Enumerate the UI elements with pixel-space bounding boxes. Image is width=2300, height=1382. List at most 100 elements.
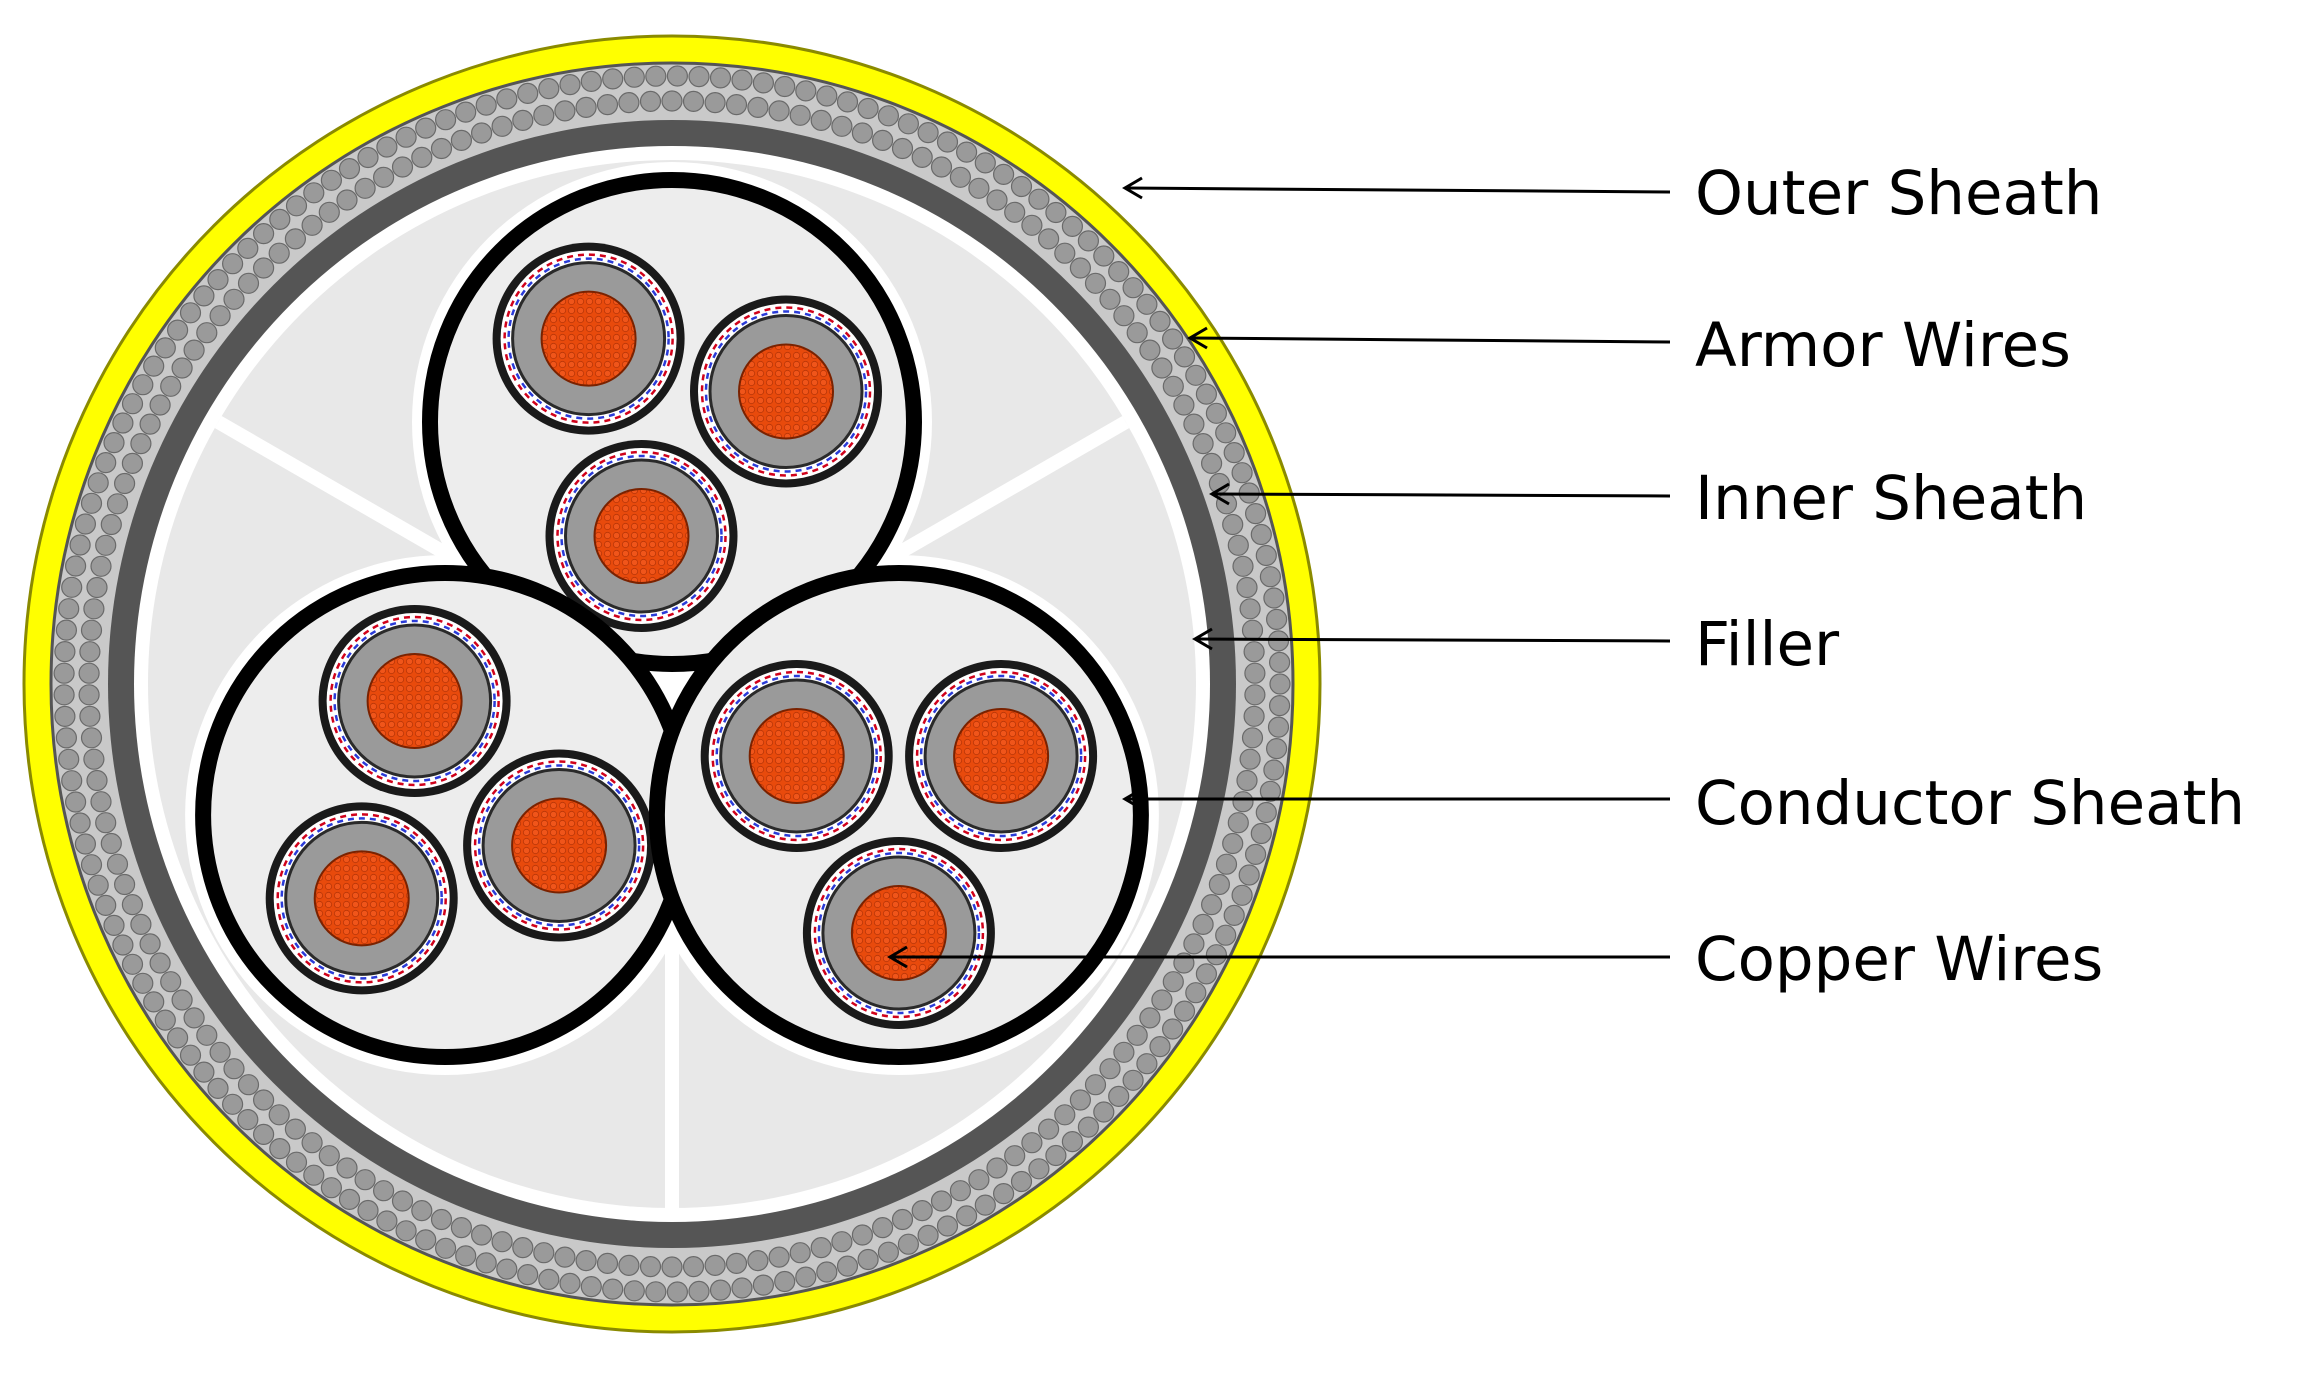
armor-wire: [132, 374, 154, 396]
armor-wire: [1099, 288, 1121, 310]
leader-armor-wires: [1187, 326, 1671, 350]
labels: Outer Sheath Armor Wires Inner Sheath Fi…: [1695, 158, 2245, 995]
armor-wire: [222, 253, 244, 275]
armor-wire: [1205, 944, 1228, 966]
armor-wire: [709, 1279, 732, 1301]
armor-wire: [936, 131, 959, 153]
label-conductor-sheath: Conductor Sheath: [1695, 768, 2245, 839]
armor-wire: [1255, 544, 1277, 567]
armor-wire: [207, 1077, 229, 1100]
screen-red: [473, 760, 645, 931]
armor-wire: [113, 472, 136, 495]
armor-wire: [1265, 737, 1288, 760]
armor-wire: [80, 492, 103, 514]
armor-wire: [395, 126, 417, 148]
armor-wire: [268, 1104, 290, 1126]
screen-red: [276, 813, 447, 984]
label-armor-wires: Armor Wires: [1695, 310, 2071, 381]
armor-wire: [320, 1177, 342, 1199]
armor-wire: [143, 991, 165, 1013]
armor-wire: [1173, 1000, 1196, 1022]
copper-conductor: [540, 290, 637, 387]
armor-wire: [1222, 513, 1244, 536]
armor-wire: [1126, 1024, 1148, 1046]
armor-wire: [1149, 1035, 1171, 1058]
armor-wire: [930, 156, 953, 178]
armor-wire: [661, 90, 683, 112]
armor-wire: [1243, 641, 1265, 663]
armor-wire: [55, 727, 78, 749]
armor-wire: [1215, 422, 1237, 444]
armor-wire: [580, 1275, 602, 1298]
conductor-group: [422, 172, 922, 672]
armor-wire: [1084, 1074, 1107, 1096]
armor-wire: [179, 1044, 202, 1066]
armor-wire: [471, 1224, 493, 1246]
armor-wire: [253, 1089, 275, 1111]
armor-wire: [1069, 257, 1092, 279]
screen-blue: [817, 851, 981, 1015]
screen-blue: [507, 257, 670, 420]
armor-wire: [130, 913, 152, 936]
armor-wire: [1108, 261, 1130, 283]
armor-wire: [475, 94, 497, 116]
armor-wire: [731, 69, 753, 91]
armor-wire: [86, 769, 108, 792]
armor-wire: [974, 152, 996, 174]
armor-wire: [1004, 201, 1026, 223]
armor-wire: [645, 1281, 667, 1303]
armor-wire: [1259, 780, 1282, 802]
armor-wire: [891, 1208, 914, 1231]
armor-wire: [373, 1180, 395, 1202]
armor-wire: [139, 933, 161, 955]
armor-wire: [496, 88, 518, 110]
armor-wire: [1151, 357, 1173, 379]
armor-wire: [496, 1258, 518, 1280]
cable: [22, 34, 1322, 1334]
armor-wire: [602, 68, 624, 90]
armor-wire: [1122, 1069, 1144, 1091]
armor-wire: [688, 1280, 710, 1303]
armor-wire: [1162, 971, 1184, 993]
armor-wire: [58, 748, 80, 770]
armor-wire: [1077, 1116, 1100, 1138]
armor-wire: [1126, 322, 1148, 344]
armor-wire: [1183, 413, 1205, 435]
screen-red: [503, 253, 674, 424]
armor-wire: [623, 66, 645, 88]
armor-wire: [130, 433, 152, 455]
screen-red: [329, 615, 500, 787]
armor-wire: [917, 122, 939, 144]
armor-wire: [285, 195, 308, 217]
armor-wire: [1093, 1101, 1115, 1123]
armor-wire: [1077, 230, 1100, 252]
armor-wire: [725, 93, 748, 116]
armor-wire: [795, 80, 817, 102]
copper-conductor: [953, 708, 1050, 804]
armor-wire: [789, 104, 811, 126]
armor-wire: [992, 163, 1015, 185]
armor-wire: [86, 576, 108, 599]
armor-wire: [95, 812, 117, 834]
armor-wire: [284, 1118, 306, 1140]
armor-wire: [789, 1242, 811, 1264]
armor-wire: [95, 894, 117, 917]
armor-wire: [1021, 1132, 1043, 1154]
armor-wire: [149, 394, 171, 416]
armor-wire: [533, 104, 555, 126]
armor-wire: [100, 513, 122, 536]
armor-wire: [196, 322, 218, 344]
armor-wire: [1139, 1007, 1161, 1029]
armor-wire: [237, 1108, 259, 1131]
armor-wire: [268, 242, 290, 264]
armor-wire: [53, 684, 75, 706]
armor-wire: [559, 1272, 581, 1295]
armor-wire: [1268, 651, 1291, 674]
armor-wire: [54, 640, 76, 663]
armor-wire: [269, 1137, 291, 1160]
armor-wire: [1069, 1089, 1092, 1111]
armor-wire: [936, 1215, 959, 1237]
armor-wire: [78, 684, 100, 706]
leader-inner-sheath: [1209, 482, 1671, 506]
